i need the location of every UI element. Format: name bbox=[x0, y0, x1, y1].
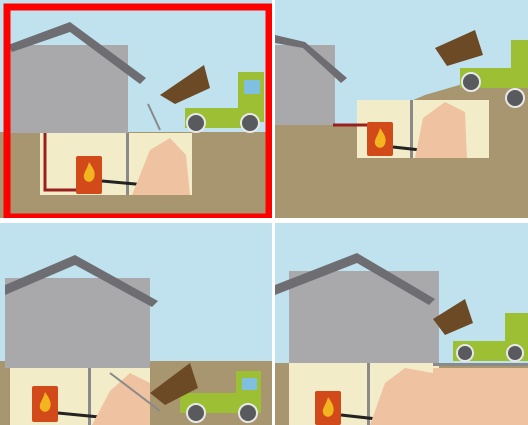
panel-divider-horizontal bbox=[0, 218, 528, 223]
boiler-icon bbox=[367, 122, 393, 156]
boiler-icon bbox=[76, 156, 102, 194]
panel-indoor-storage-hillside-delivery[interactable] bbox=[275, 0, 528, 218]
outdoor-silo bbox=[433, 363, 528, 425]
panel-indoor-storage-side-delivery[interactable] bbox=[0, 0, 272, 218]
boiler-icon bbox=[315, 391, 341, 425]
panel-indoor-storage-chute-delivery[interactable] bbox=[0, 223, 272, 425]
panel-divider-vertical bbox=[272, 0, 275, 425]
panel-outdoor-silo-delivery[interactable] bbox=[275, 223, 528, 425]
boiler-icon bbox=[32, 386, 58, 422]
